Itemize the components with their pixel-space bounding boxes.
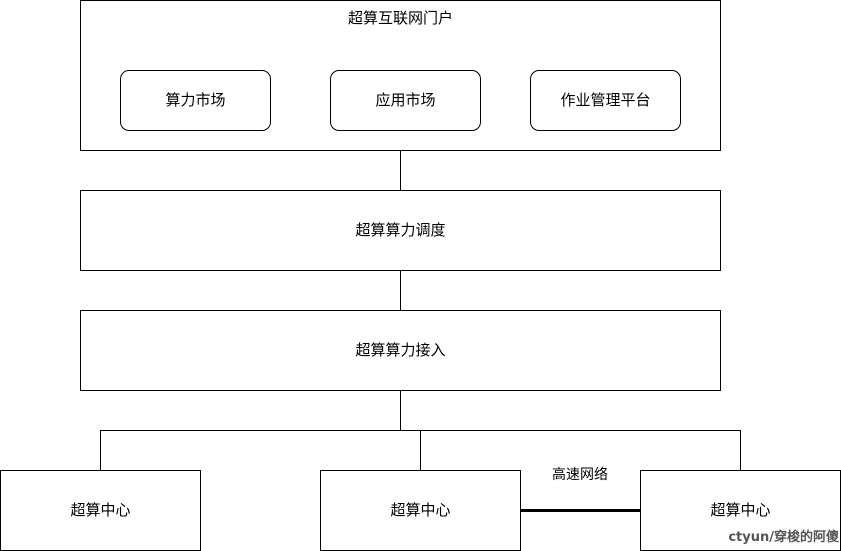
watermark: ctyun/穿梭的阿傻 bbox=[728, 530, 839, 545]
job-management-label: 作业管理平台 bbox=[560, 91, 651, 109]
center-label-2: 超算中心 bbox=[390, 501, 451, 519]
portal-title: 超算互联网门户 bbox=[347, 9, 453, 27]
access-label: 超算算力接入 bbox=[355, 341, 446, 359]
scheduling-box: 超算算力调度 bbox=[80, 190, 721, 271]
portal-box: 超算互联网门户 算力市场 应用市场 作业管理平台 bbox=[80, 0, 721, 151]
access-box: 超算算力接入 bbox=[80, 310, 721, 391]
job-management-box: 作业管理平台 bbox=[530, 70, 681, 131]
center-label-1: 超算中心 bbox=[70, 501, 131, 519]
compute-market-box: 算力市场 bbox=[120, 70, 271, 131]
compute-market-label: 算力市场 bbox=[165, 91, 226, 109]
center-label-3: 超算中心 bbox=[710, 501, 771, 519]
app-market-label: 应用市场 bbox=[375, 91, 436, 109]
center-box-2: 超算中心 bbox=[320, 470, 521, 551]
center-box-3: 超算中心 bbox=[640, 470, 841, 551]
scheduling-label: 超算算力调度 bbox=[355, 221, 446, 239]
app-market-box: 应用市场 bbox=[330, 70, 481, 131]
network-label: 高速网络 bbox=[552, 467, 608, 483]
center-box-1: 超算中心 bbox=[0, 470, 201, 551]
